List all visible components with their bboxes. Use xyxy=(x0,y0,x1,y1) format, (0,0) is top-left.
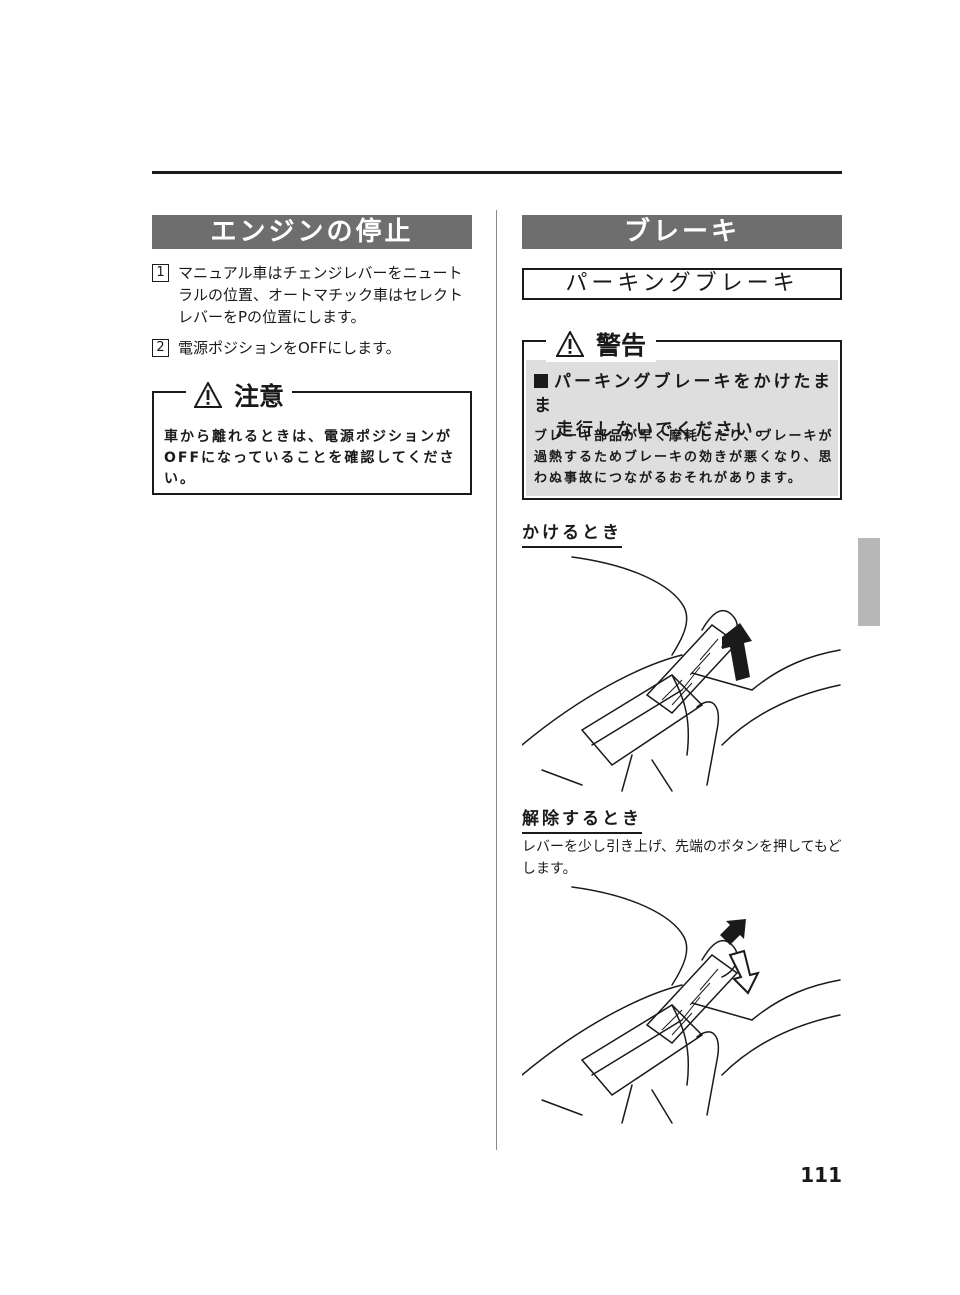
step-text: 電源ポジションをOFFにします。 xyxy=(178,339,401,357)
warning-heading-line1: パーキングブレーキをかけたまま xyxy=(534,372,833,416)
warning-heading-line2: 走行しないでください。 xyxy=(556,420,776,440)
page-number: 111 xyxy=(800,1163,842,1187)
square-bullet-icon xyxy=(534,374,548,388)
caution-text: 車から離れるときは、電源ポジションがOFFになっていることを確認してください。 xyxy=(164,429,456,487)
parking-brake-subheader: パーキングブレーキ xyxy=(522,268,842,300)
caution-title: 注意 xyxy=(234,382,285,411)
apply-subtitle: かけるとき xyxy=(522,518,622,548)
caution-box: 注意 車から離れるときは、電源ポジションがOFFになっていることを確認してくださ… xyxy=(152,377,472,495)
release-subtitle: 解除するとき xyxy=(522,804,642,834)
engine-stop-header: エンジンの停止 xyxy=(152,215,472,249)
step-number: 2 xyxy=(152,339,169,357)
warning-heading: パーキングブレーキをかけたまま 走行しないでください。 xyxy=(534,370,834,442)
column-divider xyxy=(496,210,497,1150)
chapter-tab xyxy=(858,538,880,626)
warning-box: パーキングブレーキをかけたまま 走行しないでください。 ブレーキ部品が早く摩耗し… xyxy=(522,326,842,500)
warning-title: 警告 xyxy=(596,331,647,360)
warning-panel: パーキングブレーキをかけたまま 走行しないでください。 ブレーキ部品が早く摩耗し… xyxy=(526,360,838,496)
step-text: マニュアル車はチェンジレバーをニュートラルの位置、オートマチック車はセレクトレバ… xyxy=(178,264,464,326)
step-number: 1 xyxy=(152,264,169,282)
warning-title-wrap: 警告 xyxy=(546,326,657,362)
caution-title-wrap: 注意 xyxy=(186,377,293,413)
release-instructions: レバーを少し引き上げ、先端のボタンを押してもどします。 xyxy=(522,839,842,877)
parking-brake-release-illustration xyxy=(522,886,841,1124)
warning-triangle-icon xyxy=(556,331,584,357)
warning-triangle-icon xyxy=(194,382,222,408)
parking-brake-apply-illustration xyxy=(522,556,841,792)
top-rule xyxy=(152,171,842,174)
brake-header: ブレーキ xyxy=(522,215,842,249)
warning-body: ブレーキ部品が早く摩耗したり、ブレーキが過熱するためブレーキの効きが悪くなり、思… xyxy=(534,429,834,486)
